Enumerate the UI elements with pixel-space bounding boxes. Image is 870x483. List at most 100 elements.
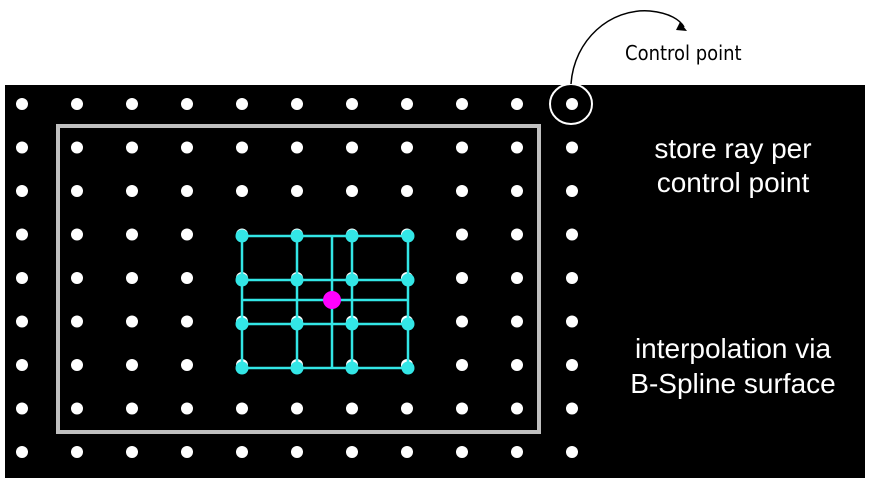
control-point <box>511 446 523 458</box>
control-point <box>71 272 83 284</box>
control-point <box>71 402 83 415</box>
control-point <box>456 402 468 415</box>
callout-label: Control point <box>625 41 742 65</box>
local-control-point <box>235 317 249 331</box>
control-point <box>511 98 523 110</box>
local-control-point <box>290 361 304 375</box>
local-control-point <box>290 317 304 331</box>
local-control-point <box>401 229 415 243</box>
control-point <box>181 141 193 154</box>
control-point <box>401 98 413 110</box>
description-line: B-Spline surface <box>630 368 835 399</box>
control-point <box>401 185 413 197</box>
control-point <box>566 446 578 458</box>
control-point <box>236 446 248 458</box>
local-control-point <box>290 229 304 243</box>
control-point <box>16 359 28 371</box>
control-point <box>346 98 358 110</box>
control-point <box>566 402 578 415</box>
local-control-point <box>401 361 415 375</box>
control-point <box>16 272 28 284</box>
control-point <box>16 402 28 415</box>
control-point <box>181 402 193 415</box>
control-point <box>511 185 523 197</box>
local-control-point <box>345 229 359 243</box>
local-control-point <box>345 361 359 375</box>
control-point <box>126 228 138 241</box>
control-point <box>456 446 468 458</box>
control-point <box>16 315 28 328</box>
control-point <box>71 98 83 110</box>
control-point <box>291 98 303 110</box>
control-point <box>456 141 468 154</box>
control-point <box>566 185 578 197</box>
control-point <box>126 98 138 110</box>
control-point <box>456 315 468 328</box>
control-point <box>236 185 248 197</box>
control-point <box>16 98 28 110</box>
control-point <box>346 185 358 197</box>
control-point <box>71 359 83 371</box>
control-point <box>126 185 138 197</box>
control-point <box>511 359 523 371</box>
local-control-point <box>345 273 359 287</box>
local-control-point <box>345 317 359 331</box>
callout-arrow <box>570 10 685 85</box>
local-control-point <box>235 361 249 375</box>
description-line: store ray per <box>654 133 811 164</box>
control-point <box>511 402 523 415</box>
control-point <box>16 446 28 458</box>
description-line: control point <box>657 167 810 198</box>
control-point <box>126 315 138 328</box>
control-point <box>126 446 138 458</box>
control-point <box>181 185 193 197</box>
control-point <box>401 446 413 458</box>
control-point <box>126 272 138 284</box>
control-point <box>16 228 28 241</box>
control-point <box>181 446 193 458</box>
local-control-point <box>401 273 415 287</box>
control-point <box>456 228 468 241</box>
control-point <box>181 359 193 371</box>
control-point <box>126 141 138 154</box>
control-point <box>126 402 138 415</box>
control-point <box>566 98 578 110</box>
control-point <box>566 272 578 284</box>
control-point <box>511 272 523 284</box>
local-control-point <box>290 273 304 287</box>
control-point <box>346 402 358 415</box>
query-point <box>323 291 341 309</box>
control-point <box>456 185 468 197</box>
local-control-points <box>235 229 415 375</box>
local-control-point <box>235 229 249 243</box>
control-point <box>71 141 83 154</box>
callout-arrowhead-icon <box>676 22 687 31</box>
control-point <box>401 141 413 154</box>
control-point <box>291 141 303 154</box>
control-point <box>291 446 303 458</box>
control-point <box>566 228 578 241</box>
control-point <box>456 98 468 110</box>
diagram-panel <box>5 85 865 478</box>
local-control-point <box>401 317 415 331</box>
control-point <box>291 402 303 415</box>
control-point <box>71 228 83 241</box>
control-point <box>236 402 248 415</box>
local-control-point <box>235 273 249 287</box>
control-point <box>181 272 193 284</box>
control-point <box>346 141 358 154</box>
description-line: interpolation via <box>635 333 832 364</box>
control-point <box>126 359 138 371</box>
control-point <box>346 446 358 458</box>
control-point <box>236 141 248 154</box>
control-point <box>511 315 523 328</box>
control-point <box>566 141 578 154</box>
control-point <box>16 141 28 154</box>
control-point <box>291 185 303 197</box>
control-point <box>566 315 578 328</box>
control-point <box>511 141 523 154</box>
control-point <box>71 315 83 328</box>
control-point <box>456 359 468 371</box>
control-point <box>71 185 83 197</box>
control-point <box>71 446 83 458</box>
